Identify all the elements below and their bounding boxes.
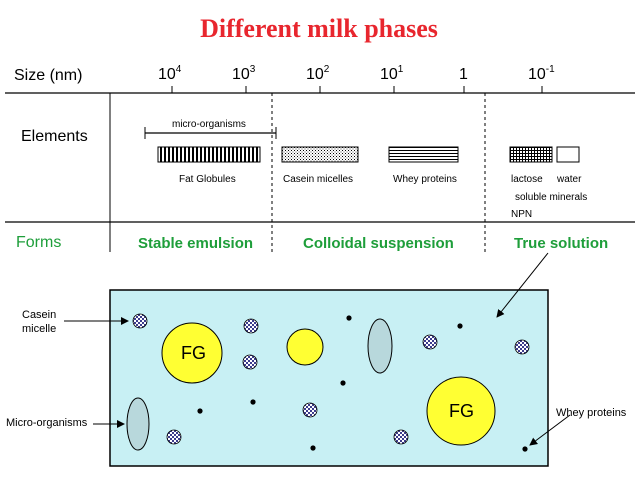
micro-organisms-range <box>144 127 277 139</box>
whey-proteins-side-label: Whey proteins <box>556 407 627 419</box>
form-colloidal-suspension: Colloidal suspension <box>303 235 454 252</box>
casein-micelles-swatch <box>281 146 359 163</box>
fg-label-1: FG <box>181 343 206 363</box>
lactose-label: lactose <box>511 174 543 185</box>
water-label: water <box>557 174 582 185</box>
size-tick-1: 1 <box>459 66 468 83</box>
whey-arrow <box>529 414 571 446</box>
npn-label: NPN <box>511 209 533 220</box>
lactose-swatch <box>509 146 553 163</box>
true-solution-arrow <box>496 252 549 318</box>
whey-proteins-label: Whey proteins <box>393 174 457 185</box>
fg-label-2: FG <box>449 401 474 421</box>
whey-proteins-swatch <box>388 146 459 163</box>
size-tick-1e1: 101 <box>380 64 404 83</box>
size-tick-1e-1: 10-1 <box>528 64 555 83</box>
size-tick-1e4: 104 <box>158 64 182 83</box>
micro-organisms-label: micro-organisms <box>172 119 246 130</box>
micro-organisms-side-label: Micro-organisms <box>6 417 88 429</box>
row-label-elements: Elements <box>21 128 88 145</box>
casein-micelles-label: Casein micelles <box>283 174 354 185</box>
whey-protein-dots <box>197 315 528 452</box>
fat-globule-large-1 <box>161 322 223 384</box>
form-true-solution: True solution <box>514 235 609 252</box>
size-tick-1e2: 102 <box>306 64 330 83</box>
row-label-forms: Forms <box>16 234 62 251</box>
water-swatch <box>556 146 580 163</box>
casein-micelle-label: Casein micelle <box>22 309 57 335</box>
page-title: Different milk phases <box>200 14 438 43</box>
fat-globule-large-2 <box>426 376 496 446</box>
size-tick-1e3: 103 <box>232 64 256 83</box>
micro-organism-1 <box>367 318 393 374</box>
fat-globule-small <box>286 328 324 366</box>
soluble-minerals-label: soluble minerals <box>515 192 588 203</box>
micro-organism-2 <box>126 397 150 451</box>
fat-globules-label: Fat Globules <box>179 174 236 185</box>
casein-micelles <box>132 313 530 445</box>
fat-globules-swatch <box>157 146 261 163</box>
form-stable-emulsion: Stable emulsion <box>138 235 254 252</box>
row-label-size: Size (nm) <box>14 67 83 84</box>
